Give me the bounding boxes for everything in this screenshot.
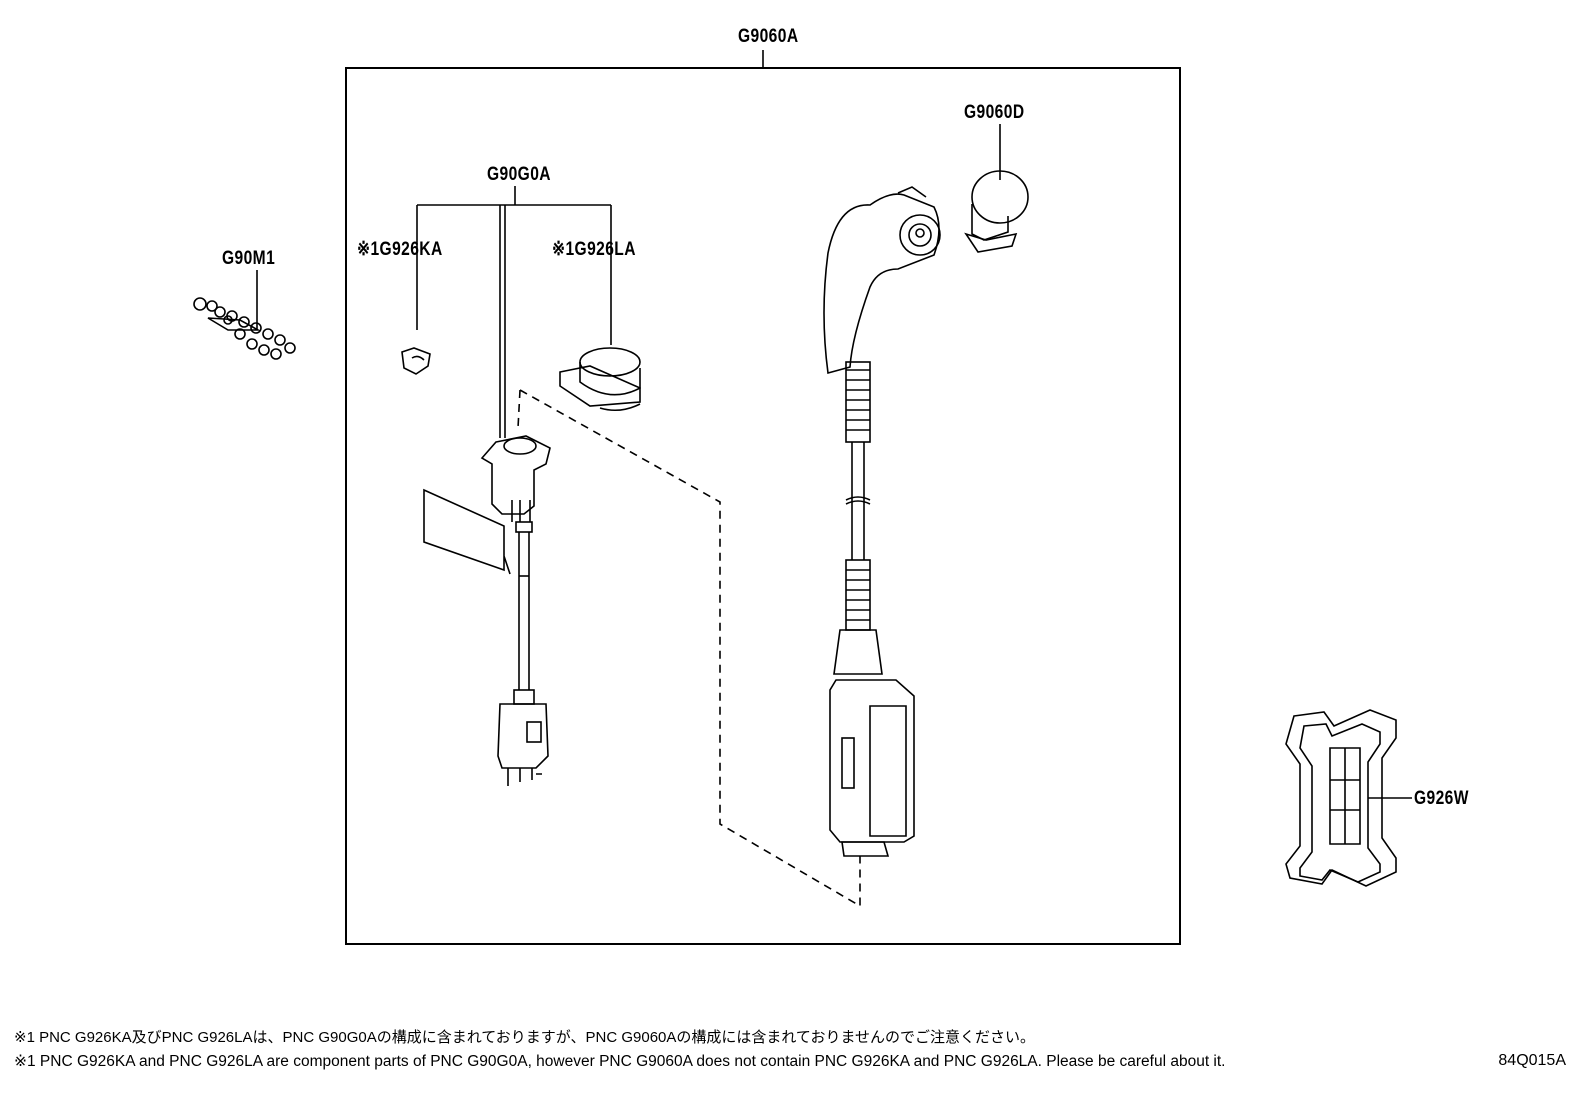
holder-illustration: [1285, 709, 1397, 887]
right-cap-illustration: [559, 347, 641, 412]
dashed-link: [517, 389, 861, 908]
leader-g90g0a: [416, 186, 612, 438]
charging-connector-illustration: [823, 186, 941, 857]
label-g9060a: G9060A: [738, 26, 799, 47]
tag-illustration: [423, 488, 511, 575]
label-g926w: G926W: [1414, 788, 1469, 809]
illustration-code: 84Q015A: [1498, 1052, 1566, 1069]
plug-adapter-illustration: [480, 435, 551, 786]
label-g90g0a: G90G0A: [487, 164, 551, 185]
footnote-english: ※1 PNC G926KA and PNC G926LA are compone…: [14, 1053, 1226, 1070]
label-g9060d: G9060D: [964, 102, 1025, 123]
left-part-illustration: [401, 347, 431, 375]
cap-illustration: [964, 170, 1029, 253]
label-g90m1: G90M1: [222, 248, 276, 269]
footnote-japanese: ※1 PNC G926KA及びPNC G926LAは、PNC G90G0Aの構成…: [14, 1029, 1036, 1046]
chain-illustration: [193, 297, 296, 360]
label-g926la: ※1G926LA: [552, 239, 636, 260]
assembly-box: [345, 67, 1181, 945]
label-g926ka: ※1G926KA: [357, 239, 443, 260]
